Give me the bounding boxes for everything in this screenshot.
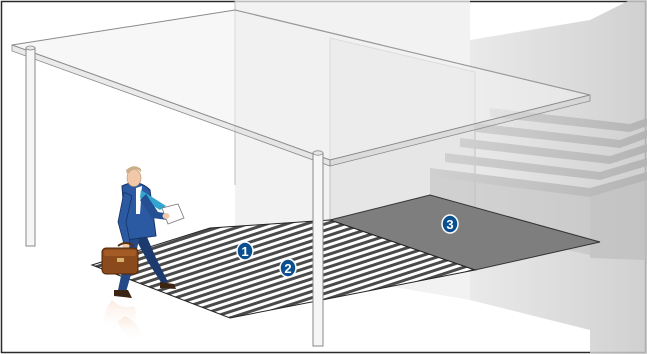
zone-badge-label: 2 (284, 261, 291, 276)
briefcase (102, 243, 138, 274)
zone-badge-label: 1 (241, 244, 248, 259)
zone-badge-label: 3 (446, 217, 453, 232)
zone-badge-3: 3 (442, 215, 458, 233)
zone-badge-2: 2 (280, 259, 296, 277)
zone-badge-1: 1 (237, 242, 253, 260)
support-column (26, 46, 35, 246)
support-column (313, 151, 323, 346)
figure-reflection (104, 300, 143, 342)
